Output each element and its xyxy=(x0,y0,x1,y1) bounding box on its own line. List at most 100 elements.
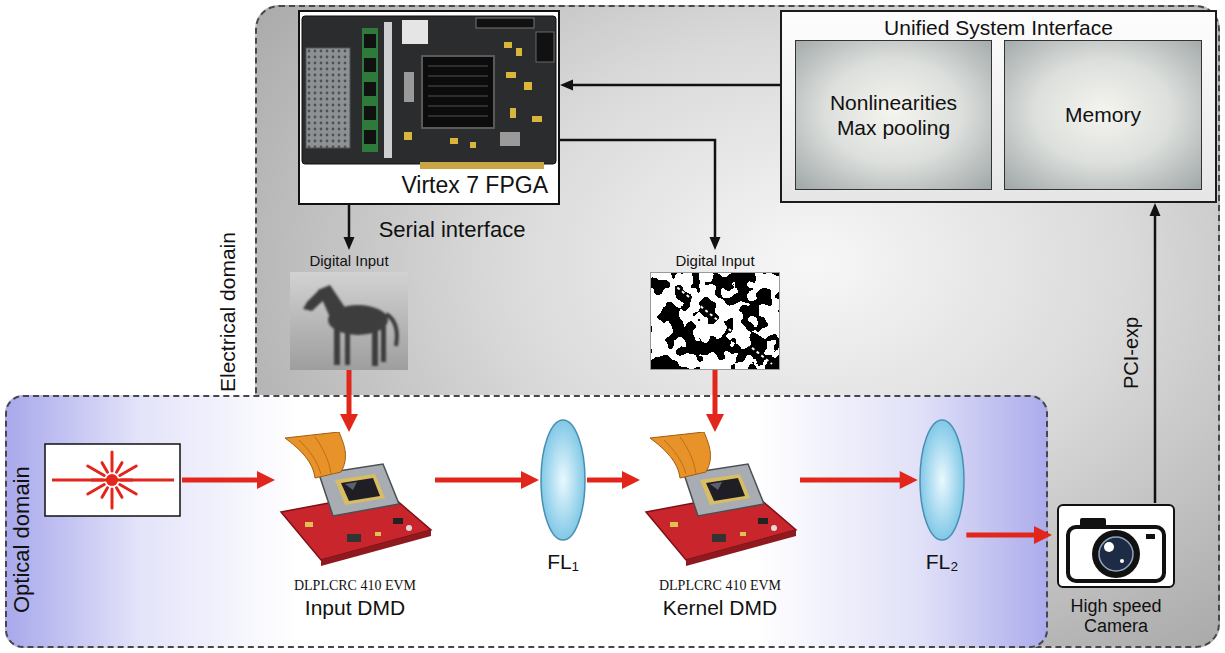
memory-box: Memory xyxy=(1004,40,1202,190)
drawing-part xyxy=(428,66,488,116)
node-label: Virtex 7 FPGA xyxy=(401,172,548,200)
drawing-part xyxy=(393,518,403,524)
node-label: High speed Camera xyxy=(1052,596,1180,637)
kernel-image: Digital Input xyxy=(650,250,780,370)
fpga-board: Virtex 7 FPGA xyxy=(298,10,560,205)
drawing-part xyxy=(710,482,722,490)
dmd-board-picture xyxy=(640,432,800,568)
drawing-part xyxy=(345,330,350,365)
drawing-part xyxy=(428,75,488,77)
drawing-part xyxy=(420,162,544,169)
free-label: Serial interface xyxy=(379,217,526,243)
node-label: Digital Input xyxy=(675,252,754,270)
drawing-part xyxy=(345,482,357,490)
dmd-board-picture xyxy=(275,432,435,568)
drawing-part xyxy=(686,530,796,566)
drawing-part xyxy=(650,272,780,370)
drawing-part xyxy=(404,72,414,102)
drawing-part xyxy=(306,48,350,148)
drawing-part xyxy=(504,42,512,48)
drawing-part xyxy=(516,48,522,56)
drawing-part xyxy=(290,272,408,370)
drawing-part xyxy=(428,65,488,67)
drawing-part xyxy=(347,534,361,542)
drawing-part xyxy=(1120,559,1124,563)
drawing-part xyxy=(381,326,386,362)
node-label: Memory xyxy=(1065,102,1141,127)
node-label: FL₂ xyxy=(926,549,959,574)
edge-label: PCI-exp xyxy=(1119,317,1143,389)
node-label: Digital Input xyxy=(309,252,388,270)
drawing-part xyxy=(335,474,385,505)
node-sublabel: Input DMD xyxy=(305,595,405,620)
drawing-part xyxy=(372,328,378,366)
drawing-part xyxy=(650,272,780,370)
drawing-part xyxy=(406,525,412,531)
drawing-part xyxy=(386,314,397,346)
node-label: Unified System Interface xyxy=(884,15,1113,40)
input-image xyxy=(290,272,408,370)
drawing-part xyxy=(285,432,345,478)
drawing-part xyxy=(428,115,488,117)
drawing-part xyxy=(1104,542,1114,552)
fpga-board-picture xyxy=(300,12,558,170)
drawing-part xyxy=(364,106,376,120)
drawing-part xyxy=(428,95,488,97)
drawing-part xyxy=(536,32,554,62)
drawing-part xyxy=(470,142,476,148)
drawing-part xyxy=(362,28,378,152)
node-sublabel: Kernel DMD xyxy=(663,595,777,620)
kernel-image xyxy=(650,272,780,370)
interface-box: Unified System InterfaceNonlinearities M… xyxy=(780,10,1217,203)
drawing-part xyxy=(321,530,431,566)
drawing-part xyxy=(1099,537,1133,571)
drawing-part xyxy=(510,108,516,118)
drawing-part xyxy=(476,18,534,28)
drawing-part xyxy=(404,42,542,148)
drawing-part xyxy=(1058,505,1174,587)
drawing-part xyxy=(428,85,488,87)
domain-region: Optical domain DLPLCRC 410 EVMInput DMD … xyxy=(5,395,1048,648)
drawing-part xyxy=(1068,527,1164,581)
dmd-board: DLPLCRC 410 EVMInput DMD xyxy=(275,432,435,622)
drawing-part xyxy=(364,34,376,48)
lens: FL₁ xyxy=(539,418,587,574)
drawing-part xyxy=(384,22,392,158)
drawing-part xyxy=(541,420,585,540)
drawing-part xyxy=(706,478,745,501)
input-image: Digital Input xyxy=(290,250,408,370)
drawing-part xyxy=(334,327,340,365)
drawing-part xyxy=(302,16,556,164)
node-label: Optical domain xyxy=(9,467,35,614)
drawing-part xyxy=(404,132,412,140)
drawing-part xyxy=(651,273,780,370)
lens-shape xyxy=(918,418,966,542)
drawing-part xyxy=(306,48,350,148)
drawing-part xyxy=(1092,530,1140,578)
drawing-part xyxy=(450,138,458,144)
node-label: Nonlinearities Max pooling xyxy=(819,90,969,140)
drawing-part xyxy=(402,20,428,44)
camera-icon xyxy=(1052,503,1180,589)
drawing-part xyxy=(305,522,313,527)
lens-shape xyxy=(539,418,587,542)
drawing-part xyxy=(341,478,380,501)
drawing-part xyxy=(712,534,726,542)
drawing-part xyxy=(506,72,516,78)
drawing-part xyxy=(422,56,494,128)
drawing-part xyxy=(303,285,397,366)
drawing-part xyxy=(771,525,777,531)
drawing-part xyxy=(740,532,746,536)
drawing-part xyxy=(700,474,750,505)
node-label: DLPLCRC 410 EVM xyxy=(659,578,781,595)
drawing-part xyxy=(668,280,772,364)
drawing-part xyxy=(404,72,520,146)
drawing-part xyxy=(650,432,710,478)
drawing-part xyxy=(758,518,768,524)
drawing-part xyxy=(303,289,328,311)
drawing-part xyxy=(318,285,348,322)
drawing-part xyxy=(500,132,520,146)
drawing-part xyxy=(364,130,376,144)
